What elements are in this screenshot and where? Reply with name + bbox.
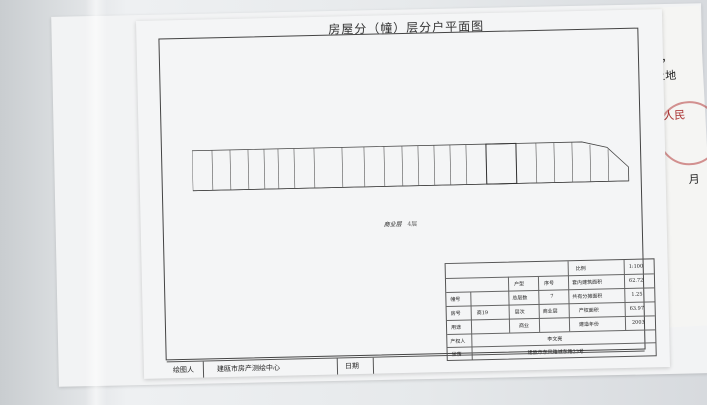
seal-text: 人民 <box>662 108 686 123</box>
serial-label: 序号 <box>544 280 555 287</box>
ruler-glare <box>85 0 107 405</box>
shared-area-label: 共有分摊面积 <box>572 293 603 301</box>
owner-label: 产权人 <box>450 338 466 345</box>
info-table: 比例 1:100 户型 序号 套内建筑面积 62.72 幢号 总层数 7 共有分… <box>444 258 657 362</box>
total-floors-value: 7 <box>550 293 554 300</box>
usage-value: 商业 <box>518 323 530 330</box>
inner-area-value: 62.72 <box>628 277 644 284</box>
room-no-value: 商19 <box>476 310 489 317</box>
room-no-label: 房号 <box>450 310 461 317</box>
floor-plan-sheet: 房屋分（幢）层分户平面图 商业层 4层 <box>136 9 670 379</box>
floor-level-value: 商业层 <box>542 308 558 315</box>
unit-type-label: 户型 <box>514 281 525 288</box>
shared-area-value: 1.25 <box>631 291 643 298</box>
building-no-label: 幢号 <box>450 296 461 303</box>
drawing-frame: 商业层 4层 比例 1:100 户型 序号 套内建筑面积 62.72 幢号 总层… <box>158 27 657 379</box>
property-area-label: 产权面积 <box>578 307 599 315</box>
date-label: 日期 <box>344 362 359 371</box>
floor-label: 商业层 4层 <box>383 220 418 229</box>
build-year-label: 建造年份 <box>578 321 600 329</box>
property-area-value: 63.97 <box>629 305 645 312</box>
drawn-by-label: 绘图人 <box>172 365 195 375</box>
agency-name: 建瓯市房产测绘中心 <box>216 363 281 374</box>
scale-value: 1:100 <box>628 263 644 270</box>
floor-level-label: 层次 <box>514 309 525 316</box>
inner-area-label: 套内建筑面积 <box>571 279 603 287</box>
owner-value: 李文亮 <box>547 336 563 343</box>
total-floors-label: 总层数 <box>512 295 528 302</box>
side-month: 月 <box>688 172 700 187</box>
build-year-value: 2003 <box>631 319 645 326</box>
floor-plan-drawing <box>191 141 630 192</box>
usage-label: 用途 <box>450 324 462 331</box>
scale-label: 比例 <box>575 265 586 273</box>
